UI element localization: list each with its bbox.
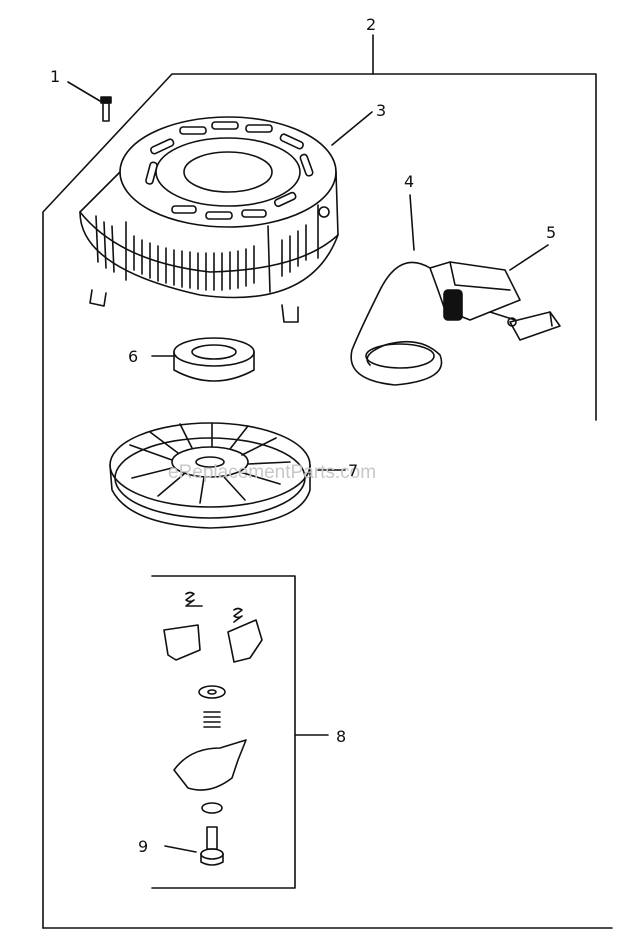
spring-left [185, 591, 203, 607]
callout-9: 9 [138, 837, 148, 856]
washer-bottom [201, 802, 223, 814]
top-slots [145, 121, 314, 220]
screw-part [164, 826, 224, 866]
assembly-bracket-2 [42, 73, 597, 929]
callout-4: 4 [404, 172, 414, 191]
bushing-part [151, 337, 255, 382]
ratchet-plate [173, 739, 247, 791]
ratchet-kit-part [163, 591, 263, 866]
pawl-left [163, 624, 201, 661]
callout-6: 6 [128, 347, 138, 366]
callout-8: 8 [336, 727, 346, 746]
bolt-part [67, 81, 112, 122]
leader-5 [509, 244, 549, 271]
assembly-bracket-8 [151, 575, 296, 889]
pulley-part [109, 422, 346, 529]
starter-handle-part [429, 244, 561, 341]
pawl-right [227, 619, 263, 663]
spring-right [233, 607, 243, 623]
watermark-text: eReplacementParts.com [168, 462, 376, 483]
callout-5: 5 [546, 223, 556, 242]
pulley-vanes [129, 422, 291, 504]
callout-1: 1 [50, 67, 60, 86]
leader-1 [67, 81, 101, 102]
callout-2: 2 [366, 15, 376, 34]
callout-3: 3 [376, 101, 386, 120]
callout-7: 7 [348, 461, 358, 480]
vent-slots [95, 215, 307, 291]
leader-3 [331, 111, 373, 146]
leader-4 [409, 194, 415, 251]
starter-rope-part [350, 194, 443, 386]
starter-housing-part [79, 111, 373, 323]
washer-top [198, 685, 226, 699]
coil-spring [203, 711, 221, 728]
leader-9 [164, 845, 197, 853]
